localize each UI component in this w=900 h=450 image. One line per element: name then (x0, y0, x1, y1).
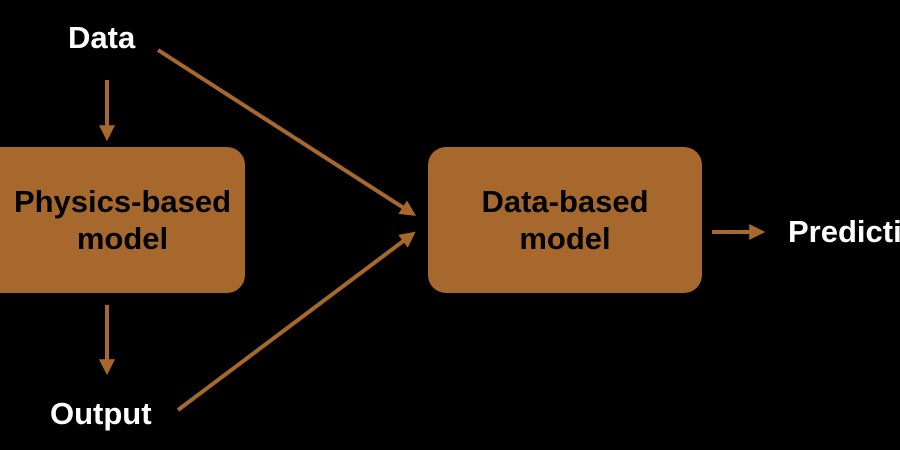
prediction-label: Prediction (788, 214, 900, 249)
arrow-output-to-data-model (176, 231, 416, 412)
output-label: Output (50, 396, 152, 431)
physics-based-model-box: Physics-based model (0, 147, 245, 293)
data-input-label: Data (68, 20, 136, 55)
data-based-model-box: Data-based model (428, 147, 702, 293)
data-model-line1: Data-based (481, 183, 649, 219)
physics-model-line2: model (76, 221, 169, 256)
arrow-data-to-data-model (156, 48, 417, 216)
data-model-line2: model (519, 221, 611, 256)
physics-model-line1: Physics-based (13, 183, 232, 219)
